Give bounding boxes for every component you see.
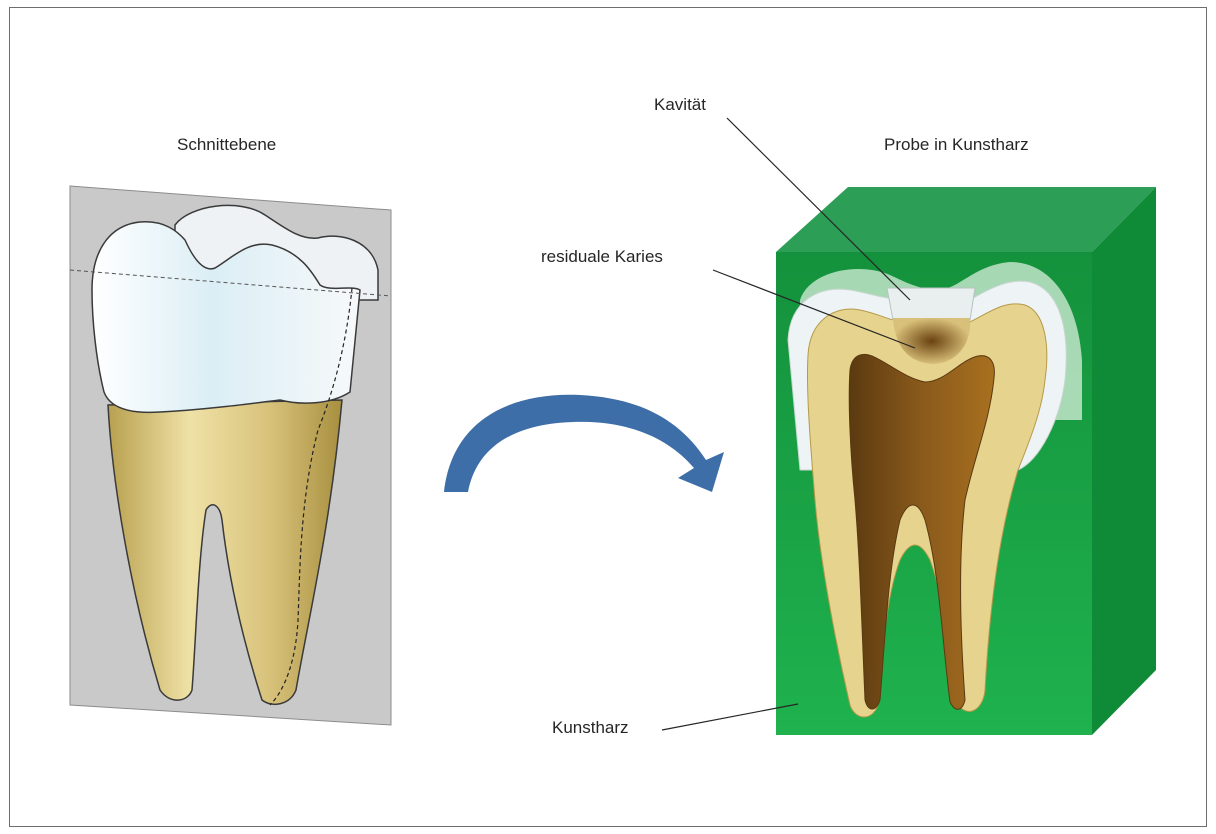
label-resin: Kunstharz <box>552 718 629 738</box>
section-cavity <box>887 288 975 320</box>
curved-arrow-icon <box>444 395 724 492</box>
resin-block-illustration <box>776 187 1156 735</box>
label-sample-in-resin: Probe in Kunstharz <box>884 135 1029 155</box>
label-cavity: Kavität <box>654 95 706 115</box>
label-residual-caries: residuale Karies <box>541 247 663 267</box>
cutting-plane-illustration <box>70 186 391 725</box>
resin-block-top <box>776 187 1156 252</box>
resin-block-side <box>1092 187 1156 735</box>
label-cutting-plane: Schnittebene <box>177 135 276 155</box>
